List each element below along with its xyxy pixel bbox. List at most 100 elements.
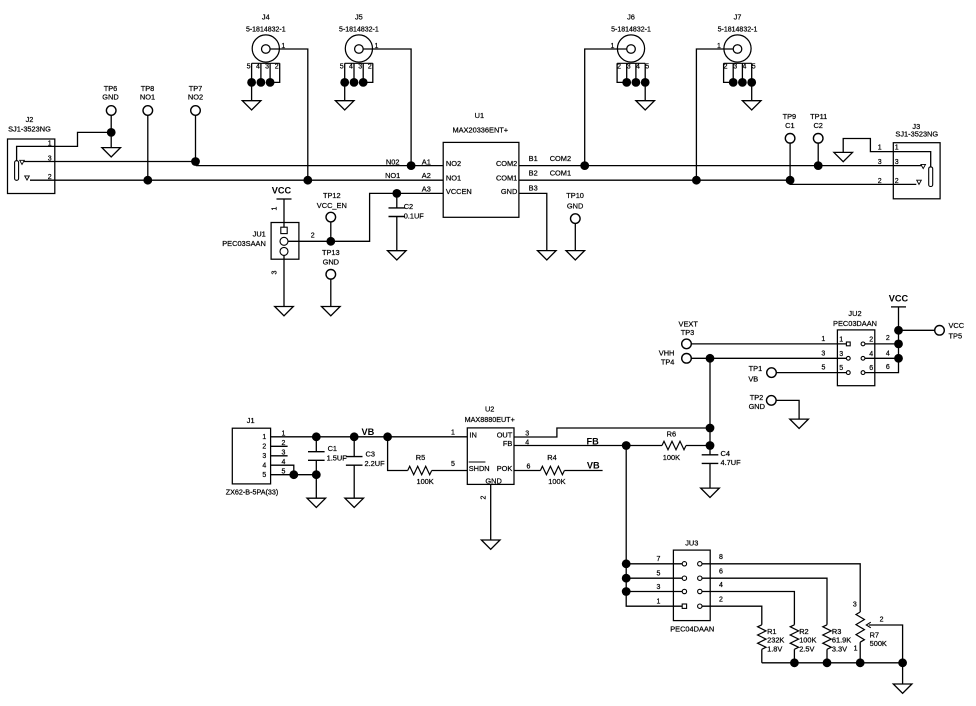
svg-text:3: 3 xyxy=(282,449,286,456)
svg-text:TP6: TP6 xyxy=(104,84,118,93)
svg-text:J2: J2 xyxy=(26,115,34,124)
svg-text:4: 4 xyxy=(282,459,286,466)
svg-text:J7: J7 xyxy=(734,13,742,22)
svg-text:100K: 100K xyxy=(663,453,680,462)
svg-text:2.2UF: 2.2UF xyxy=(365,459,386,468)
svg-text:VB: VB xyxy=(587,460,600,470)
svg-text:3: 3 xyxy=(895,159,899,166)
svg-text:TP3: TP3 xyxy=(681,328,695,337)
svg-text:J3: J3 xyxy=(912,122,920,131)
svg-text:B1: B1 xyxy=(529,154,538,163)
svg-text:TP4: TP4 xyxy=(661,357,675,366)
svg-text:TP7: TP7 xyxy=(189,84,203,93)
svg-text:R3: R3 xyxy=(832,627,841,636)
svg-text:1: 1 xyxy=(48,140,52,147)
svg-text:5: 5 xyxy=(821,364,825,371)
svg-text:IN: IN xyxy=(469,431,476,440)
svg-text:2: 2 xyxy=(880,617,884,624)
svg-text:5-1814832-1: 5-1814832-1 xyxy=(246,27,286,34)
svg-text:GND: GND xyxy=(485,477,501,486)
svg-text:GND: GND xyxy=(501,187,517,196)
svg-text:5-1814832-1: 5-1814832-1 xyxy=(611,27,651,34)
svg-text:4: 4 xyxy=(742,63,746,70)
svg-text:3: 3 xyxy=(525,431,529,438)
svg-text:3: 3 xyxy=(48,155,52,162)
svg-text:3: 3 xyxy=(839,351,843,358)
svg-text:JU1: JU1 xyxy=(253,229,266,238)
svg-text:2: 2 xyxy=(311,233,315,240)
svg-text:PEC03DAAN: PEC03DAAN xyxy=(833,319,877,328)
svg-text:FB: FB xyxy=(586,436,599,446)
svg-text:TP1: TP1 xyxy=(749,364,763,373)
svg-text:VEXT: VEXT xyxy=(679,320,699,329)
svg-text:6: 6 xyxy=(869,365,873,372)
svg-text:1.8V: 1.8V xyxy=(767,645,782,654)
svg-text:1: 1 xyxy=(854,645,858,652)
svg-text:TP13: TP13 xyxy=(322,248,340,257)
svg-text:R5: R5 xyxy=(416,453,425,462)
svg-text:1: 1 xyxy=(611,43,615,50)
svg-text:5: 5 xyxy=(340,63,344,70)
svg-text:JU3: JU3 xyxy=(685,538,698,547)
svg-text:SJ1-3523NG: SJ1-3523NG xyxy=(895,129,938,138)
svg-text:6: 6 xyxy=(886,364,890,371)
svg-text:NO2: NO2 xyxy=(446,159,461,168)
svg-text:100K: 100K xyxy=(799,635,816,644)
svg-text:1: 1 xyxy=(878,145,882,152)
svg-text:R6: R6 xyxy=(667,430,676,439)
svg-text:B2: B2 xyxy=(529,169,538,178)
svg-text:5: 5 xyxy=(282,468,286,475)
svg-text:2: 2 xyxy=(275,63,279,70)
svg-text:COM2: COM2 xyxy=(550,154,571,163)
svg-text:POK: POK xyxy=(497,464,513,473)
svg-text:2: 2 xyxy=(878,178,882,185)
svg-text:COM1: COM1 xyxy=(496,174,517,183)
svg-text:3: 3 xyxy=(262,453,266,460)
svg-text:4: 4 xyxy=(719,582,723,589)
svg-text:0.1UF: 0.1UF xyxy=(404,212,425,221)
svg-text:A2: A2 xyxy=(422,171,431,180)
svg-text:2: 2 xyxy=(719,597,723,604)
svg-text:R7: R7 xyxy=(870,631,879,640)
svg-text:5: 5 xyxy=(839,365,843,372)
svg-text:1: 1 xyxy=(282,430,286,437)
svg-text:VCCEN: VCCEN xyxy=(446,187,472,196)
svg-text:2: 2 xyxy=(282,440,286,447)
svg-text:MAX8880EUT+: MAX8880EUT+ xyxy=(465,415,515,424)
svg-text:TP2: TP2 xyxy=(750,393,764,402)
svg-text:NO1: NO1 xyxy=(140,93,155,102)
svg-text:5-1814832-1: 5-1814832-1 xyxy=(339,27,379,34)
svg-text:3: 3 xyxy=(821,350,825,357)
svg-text:B3: B3 xyxy=(529,183,538,192)
svg-text:PEC04DAAN: PEC04DAAN xyxy=(670,625,714,634)
svg-text:C2: C2 xyxy=(813,121,822,130)
svg-text:U1: U1 xyxy=(475,111,484,120)
svg-text:R1: R1 xyxy=(767,627,776,636)
svg-text:3: 3 xyxy=(358,63,362,70)
svg-text:3: 3 xyxy=(627,63,631,70)
svg-text:GND: GND xyxy=(323,257,339,266)
svg-text:4: 4 xyxy=(262,463,266,470)
svg-text:PEC03SAAN: PEC03SAAN xyxy=(222,239,266,248)
svg-text:3: 3 xyxy=(733,63,737,70)
svg-text:2: 2 xyxy=(869,336,873,343)
svg-text:5-1814832-1: 5-1814832-1 xyxy=(718,27,758,34)
svg-text:TP11: TP11 xyxy=(810,112,827,121)
svg-text:1: 1 xyxy=(839,337,843,344)
svg-text:C1: C1 xyxy=(328,444,337,453)
svg-text:4: 4 xyxy=(636,63,640,70)
svg-text:VCC: VCC xyxy=(889,293,909,303)
svg-text:2.5V: 2.5V xyxy=(799,645,814,654)
svg-text:JU2: JU2 xyxy=(848,309,861,318)
svg-text:1: 1 xyxy=(717,43,721,50)
svg-text:TP5: TP5 xyxy=(949,331,963,340)
svg-text:6: 6 xyxy=(527,464,531,471)
svg-text:ZX62-B-5PA(33): ZX62-B-5PA(33) xyxy=(226,487,279,496)
svg-text:3: 3 xyxy=(272,270,279,274)
svg-text:TP8: TP8 xyxy=(141,84,155,93)
svg-text:1.5UF: 1.5UF xyxy=(327,453,348,462)
svg-text:100K: 100K xyxy=(548,477,565,486)
svg-text:SHDN: SHDN xyxy=(469,464,490,473)
svg-text:VCC_EN: VCC_EN xyxy=(317,201,347,210)
svg-text:J6: J6 xyxy=(627,13,635,22)
